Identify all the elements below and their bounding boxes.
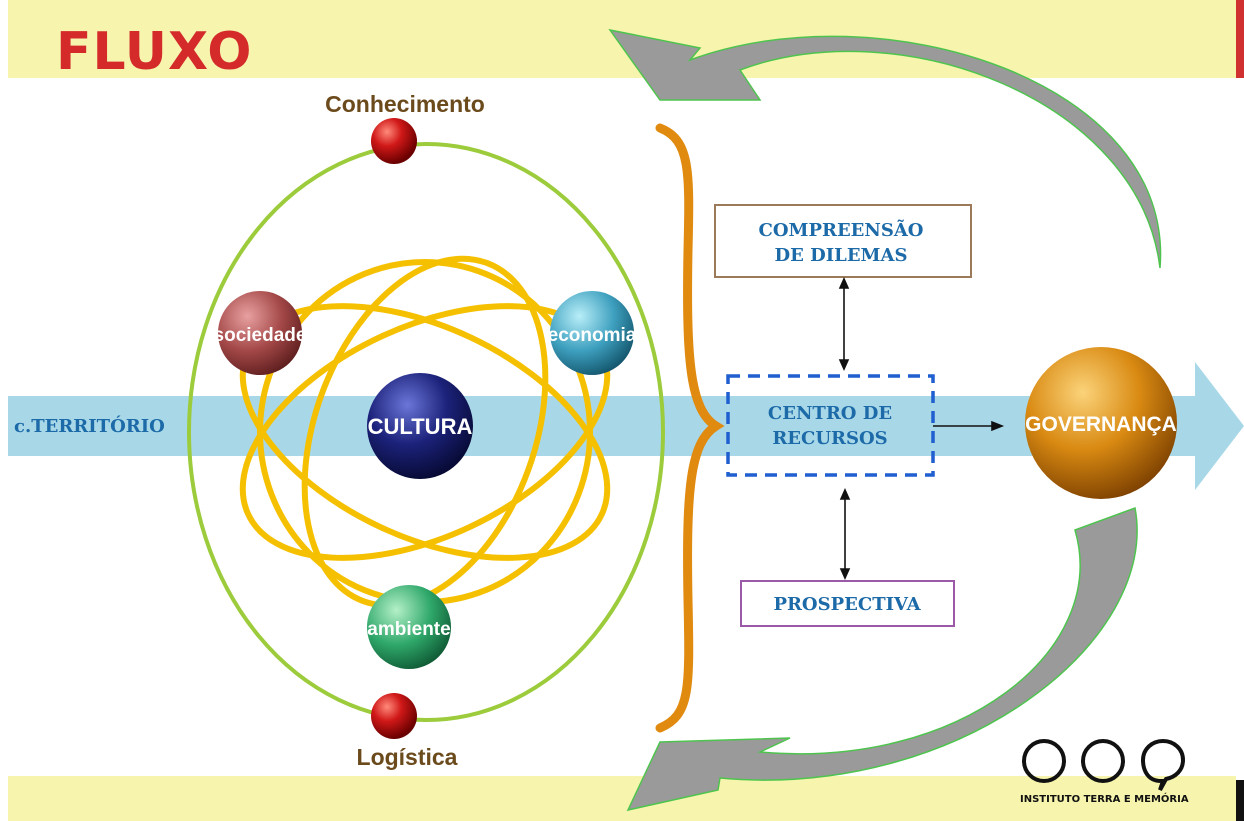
compreensao-line2: DE DILEMAS	[775, 245, 908, 266]
territorio-label: c.TERRITÓRIO	[14, 414, 165, 437]
connector-arrows	[838, 277, 1005, 580]
logistica-label: Logística	[357, 744, 458, 770]
cultura-sphere	[367, 373, 473, 479]
ambiente-label: ambiente	[367, 619, 450, 640]
sociedade-label: sociedade	[214, 325, 307, 346]
black-edge-accent	[1236, 780, 1244, 821]
centro-line1: CENTRO DE	[768, 403, 892, 424]
red-edge-accent	[1236, 0, 1244, 78]
bottom-band	[8, 776, 1236, 821]
governanca-label: GOVERNANÇA	[1025, 413, 1177, 436]
compreensao-box	[714, 204, 972, 278]
logo-text: INSTITUTO TERRA E MEMÓRIA	[1020, 794, 1189, 805]
ambiente-sphere	[367, 585, 451, 669]
economia-label: economia	[548, 325, 637, 346]
logistica-sphere	[371, 693, 417, 739]
governanca-sphere	[1025, 347, 1177, 499]
sociedade-sphere	[218, 291, 302, 375]
conhecimento-sphere	[371, 118, 417, 164]
centro-recursos-box	[726, 374, 935, 477]
compreensao-line1: COMPREENSÃO	[759, 218, 924, 241]
cultura-label: CULTURA	[368, 414, 473, 439]
brace	[655, 123, 725, 733]
prospectiva-box	[740, 580, 955, 627]
page-title: FLUXO	[56, 22, 253, 82]
bottom-curved-arrow	[626, 506, 1138, 812]
top-curved-arrow	[608, 28, 1162, 269]
logo-mark	[1022, 738, 1186, 791]
outer-orbit	[187, 142, 665, 722]
centro-line2: RECURSOS	[772, 428, 887, 449]
flow-arrow	[8, 362, 1244, 490]
conhecimento-label: Conhecimento	[325, 91, 485, 117]
economia-sphere	[550, 291, 634, 375]
prospectiva-label: PROSPECTIVA	[773, 594, 921, 615]
